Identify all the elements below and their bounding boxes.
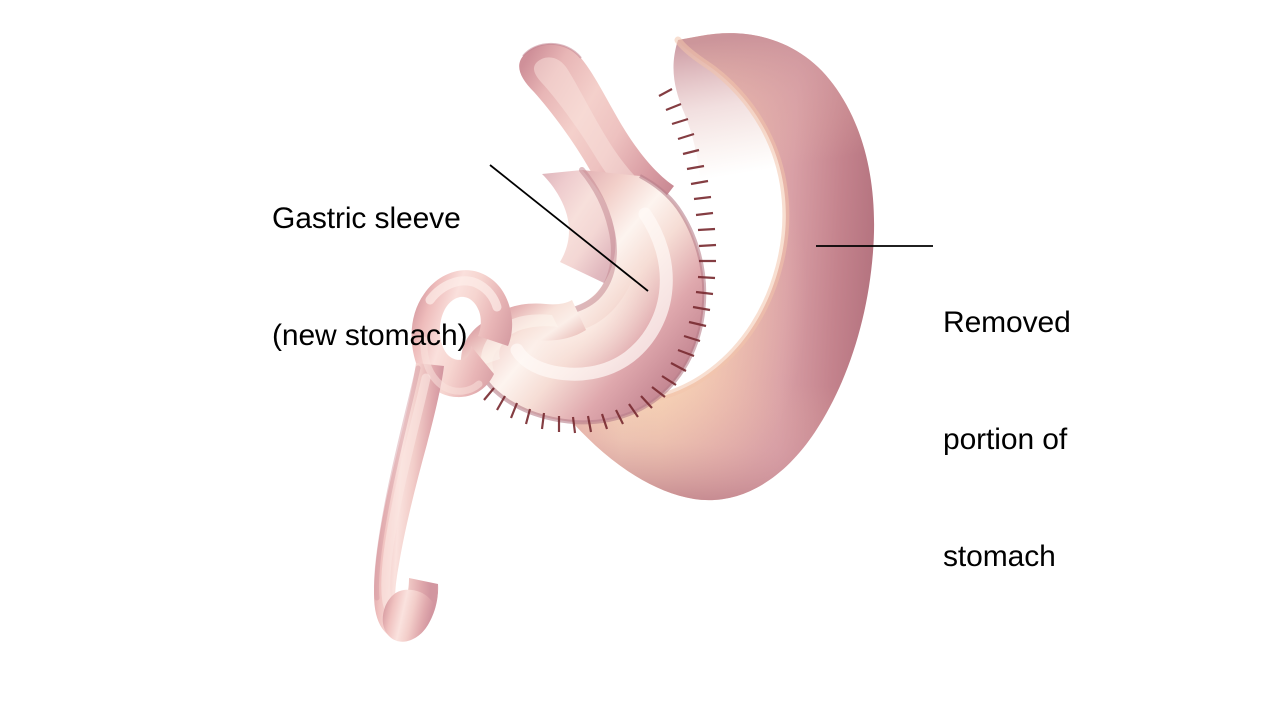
staple-mark: [571, 416, 577, 434]
gastric-sleeve-inner-band: [510, 207, 673, 381]
staple-mark: [677, 348, 695, 358]
leader-line-gastric-sleeve: [489, 164, 649, 292]
staple-mark: [658, 88, 673, 97]
staple-mark: [683, 334, 701, 343]
staple-mark: [661, 375, 677, 386]
staple-mark: [665, 102, 682, 112]
gastric-sleeve-cut-edge: [482, 174, 707, 425]
staple-mark: [695, 290, 714, 296]
duodenum-descending-shape: [374, 363, 444, 641]
annotation-leaders: [489, 164, 933, 292]
label-removed-portion-line2: portion of: [943, 423, 1068, 456]
duodenum-loop-highlight-2: [420, 336, 483, 395]
staple-mark: [615, 409, 624, 425]
staple-mark: [670, 362, 687, 372]
staple-mark: [586, 415, 593, 433]
staple-line: [472, 88, 717, 434]
staple-mark: [651, 386, 666, 398]
staple-mark: [693, 195, 712, 201]
staple-mark: [682, 148, 700, 156]
esophagus-top-rim: [522, 42, 582, 59]
gastric-sleeve-highlight: [494, 200, 679, 389]
label-gastric-sleeve: Gastric sleeve (new stomach): [272, 121, 468, 433]
staple-mark: [695, 211, 714, 217]
duodenum-outer-rim: [374, 365, 421, 601]
label-gastric-sleeve-line1: Gastric sleeve: [272, 202, 461, 235]
staple-mark: [688, 320, 707, 328]
staple-mark: [540, 412, 546, 430]
label-gastric-sleeve-line2: (new stomach): [272, 319, 468, 352]
staple-mark: [600, 413, 609, 430]
staple-mark: [677, 132, 695, 141]
staple-mark: [692, 305, 711, 312]
duodenum-loop-highlight: [425, 276, 502, 312]
staple-mark: [698, 243, 717, 248]
staple-mark: [686, 164, 705, 171]
staple-mark: [483, 387, 495, 401]
esophagus-highlight: [533, 57, 643, 200]
duodenum: [374, 270, 513, 642]
staple-mark: [697, 227, 716, 232]
staple-mark: [628, 403, 639, 418]
label-removed-portion-line1: Removed: [943, 306, 1071, 339]
staple-mark: [690, 179, 709, 186]
staple-mark: [697, 275, 716, 280]
staple-mark: [671, 117, 689, 126]
staple-mark: [509, 402, 519, 419]
label-removed-portion-line3: stomach: [943, 540, 1056, 573]
staple-mark: [640, 395, 653, 409]
duodenum-distal-tip: [382, 584, 439, 642]
staple-mark: [524, 408, 532, 425]
label-removed-portion: Removed portion of stomach: [943, 225, 1071, 654]
gastric-sleeve: [474, 167, 707, 425]
staple-mark: [496, 395, 506, 411]
